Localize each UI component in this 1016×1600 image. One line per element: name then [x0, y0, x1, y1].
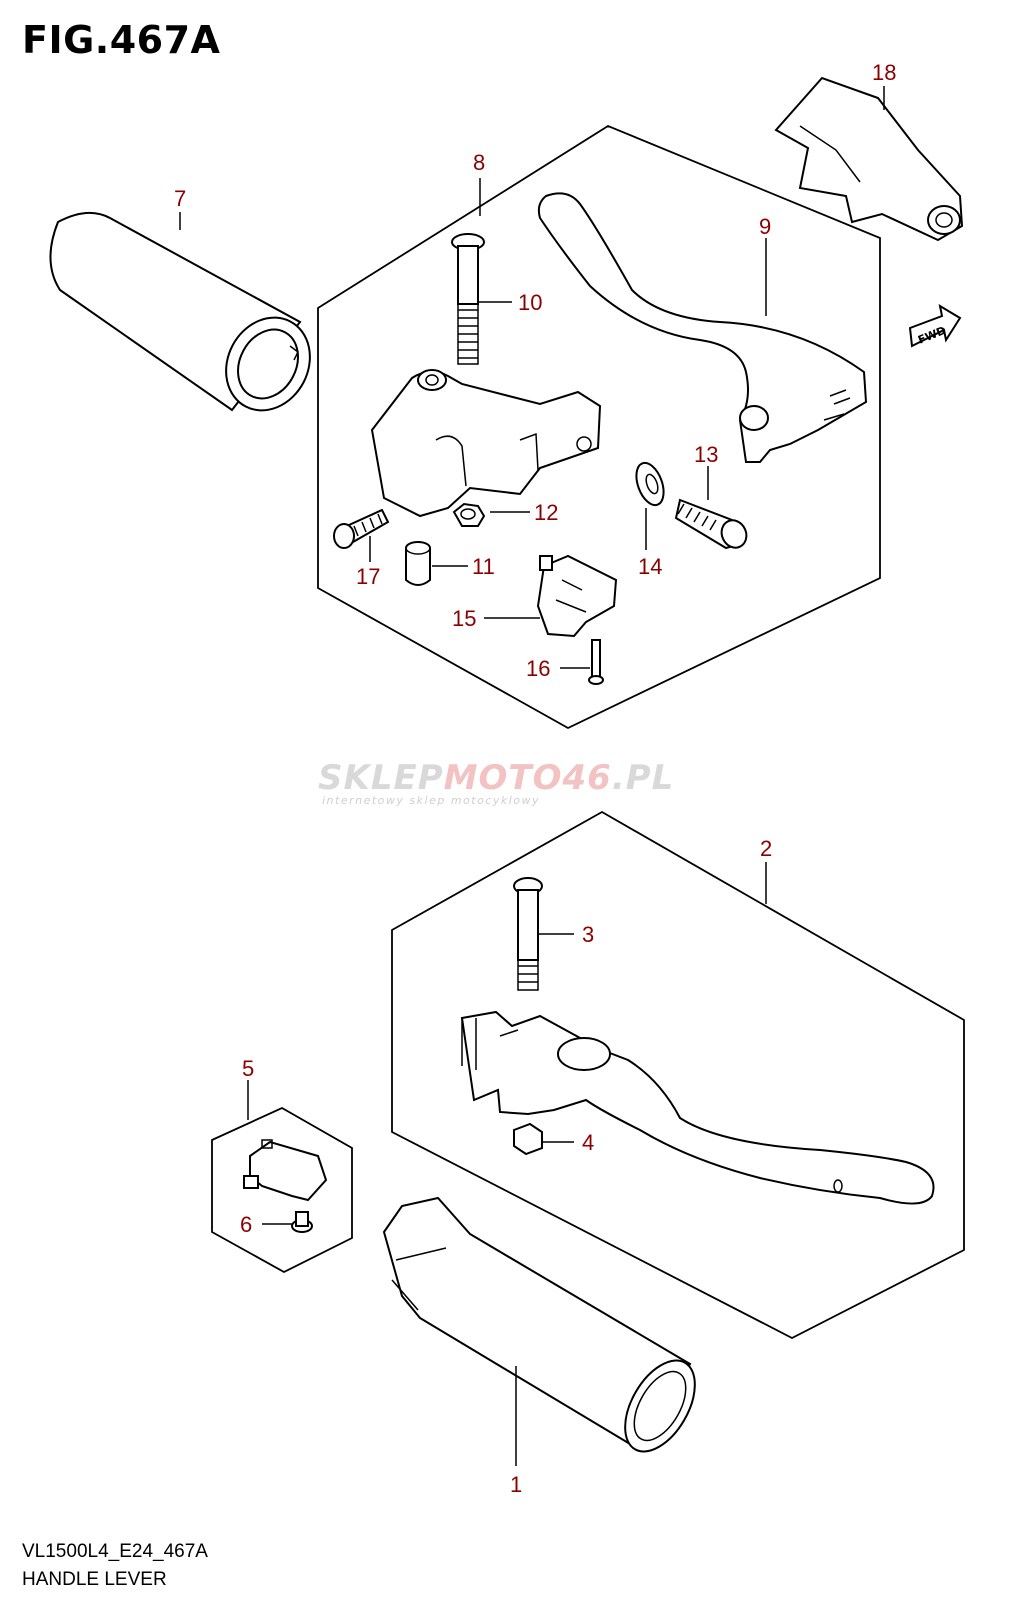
- leader-lines: [179, 86, 885, 1466]
- callout-15: 15: [452, 606, 476, 631]
- footer: VL1500L4_E24_467A HANDLE LEVER: [22, 1538, 208, 1594]
- callout-14: 14: [638, 554, 662, 579]
- callout-8: 8: [473, 150, 485, 175]
- fwd-arrow-icon: [908, 303, 962, 348]
- group-frame-2: [391, 810, 965, 1340]
- hex-screw-part: [333, 508, 390, 549]
- callout-3: 3: [582, 922, 594, 947]
- callout-18: 18: [872, 60, 896, 85]
- brake-pivot-bolt-part: [513, 877, 543, 991]
- brake-nut-part: [513, 1122, 543, 1156]
- switch-screw-part: [588, 639, 604, 685]
- group-frame-8: [317, 124, 881, 730]
- throttle-cover-part: [774, 76, 964, 242]
- callout-12: 12: [534, 500, 558, 525]
- throttle-grip-part: [382, 1196, 696, 1453]
- callout-9: 9: [759, 214, 771, 239]
- lever-holder-part: [370, 369, 602, 518]
- group-frame-5: [211, 1106, 353, 1274]
- callout-7: 7: [174, 186, 186, 211]
- callout-6: 6: [240, 1212, 252, 1237]
- model-code: VL1500L4_E24_467A: [22, 1541, 208, 1562]
- watermark: SKLEPMOTO46.PL internetowy sklep motocyk…: [318, 758, 688, 807]
- watermark-brand-c: 46: [562, 758, 612, 798]
- watermark-brand-d: .PL: [611, 758, 675, 798]
- diagram-caption: HANDLE LEVER: [22, 1569, 167, 1590]
- callout-16: 16: [526, 656, 550, 681]
- figure-title: FIG.467A: [22, 18, 221, 62]
- clutch-switch-part: [536, 554, 618, 638]
- callout-11: 11: [472, 554, 495, 579]
- callout-2: 2: [760, 836, 772, 861]
- callout-4: 4: [582, 1130, 594, 1155]
- nut-part: [452, 502, 486, 527]
- pivot-bolt-part: [451, 233, 485, 365]
- clutch-lever-part: [537, 192, 868, 463]
- callout-13: 13: [694, 442, 718, 467]
- watermark-tagline: internetowy sklep motocyklowy: [322, 794, 541, 807]
- watermark-brand: SKLEPMOTO46.PL: [318, 758, 688, 798]
- watermark-brand-b: MOTO: [443, 758, 563, 798]
- brake-switch-part: [243, 1139, 328, 1202]
- watermark-brand-a: SKLEP: [318, 758, 444, 798]
- spacer-part: [635, 461, 665, 507]
- grip-left-part: [49, 211, 311, 412]
- brake-lever-part: [460, 1010, 935, 1205]
- callout-1: 1: [510, 1472, 522, 1497]
- callout-5: 5: [242, 1056, 254, 1081]
- callout-10: 10: [518, 290, 542, 315]
- brake-switch-screw-part: [291, 1211, 313, 1233]
- adjuster-screw-part: [674, 498, 748, 550]
- callout-17: 17: [356, 564, 380, 589]
- bushing-part: [405, 541, 431, 586]
